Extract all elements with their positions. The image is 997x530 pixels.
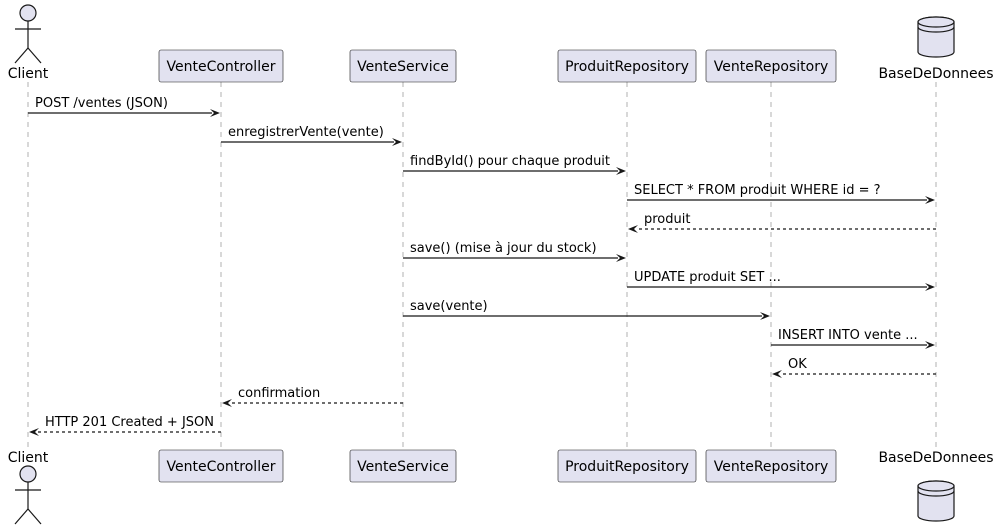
actor-head [19, 4, 37, 22]
participant-vrepo-bottom: VenteRepository [705, 449, 837, 483]
database-top [917, 480, 955, 492]
message-9: INSERT INTO vente ... [771, 328, 935, 349]
message-10: OK [772, 357, 936, 378]
participant-db-top: BaseDeDonnees [878, 16, 994, 82]
arrowhead-icon [760, 312, 770, 320]
participant-svc-bottom: VenteService [349, 449, 457, 483]
message-label: produit [644, 212, 690, 227]
message-1: POST /ventes (JSON) [28, 96, 220, 117]
participant-label: VenteService [357, 459, 449, 475]
arrowhead-icon [392, 138, 402, 146]
arrowhead-icon [29, 428, 39, 436]
actor-left-leg [14, 508, 29, 525]
arrowhead-icon [616, 167, 626, 175]
participant-label: BaseDeDonnees [878, 66, 993, 82]
participant-prepo-bottom: ProduitRepository [557, 449, 697, 483]
message-label: save() (mise à jour du stock) [410, 241, 597, 256]
message-4: SELECT * FROM produit WHERE id = ? [627, 183, 935, 204]
participant-ctrl-bottom: VenteController [158, 449, 284, 483]
participant-label: VenteRepository [714, 59, 829, 75]
message-3: findById() pour chaque produit [403, 154, 626, 175]
message-label: POST /ventes (JSON) [35, 96, 168, 111]
participant-vrepo-top: VenteRepository [705, 49, 837, 83]
participant-ctrl-top: VenteController [158, 49, 284, 83]
participant-label: VenteService [357, 59, 449, 75]
participant-box [557, 449, 697, 483]
arrowhead-icon [210, 109, 220, 117]
message-label: UPDATE produit SET ... [634, 270, 781, 285]
message-label: findById() pour chaque produit [410, 154, 610, 169]
message-7: UPDATE produit SET ... [627, 270, 935, 291]
participant-prepo-top: ProduitRepository [557, 49, 697, 83]
participant-label: Client [8, 450, 49, 466]
participants: ClientClientVenteControllerVenteControll… [8, 4, 994, 525]
participant-label: ProduitRepository [565, 459, 689, 475]
participant-box [557, 49, 697, 83]
actor-left-leg [14, 47, 29, 64]
message-11: confirmation [222, 386, 403, 407]
actor-head [19, 465, 37, 483]
actor-right-leg [27, 47, 42, 64]
message-2: enregistrerVente(vente) [221, 125, 402, 146]
message-label: INSERT INTO vente ... [778, 328, 918, 343]
participant-box [158, 449, 284, 483]
participant-label: ProduitRepository [565, 59, 689, 75]
message-label: SELECT * FROM produit WHERE id = ? [634, 183, 881, 198]
message-label: confirmation [238, 386, 320, 401]
participant-label: VenteController [167, 459, 276, 475]
arrowhead-icon [616, 254, 626, 262]
participant-svc-top: VenteService [349, 49, 457, 83]
lifelines [27, 82, 937, 450]
arrowhead-icon [925, 341, 935, 349]
database-band [917, 490, 955, 497]
arrowhead-icon [925, 196, 935, 204]
participant-label: Client [8, 66, 49, 82]
participant-box [705, 49, 837, 83]
message-label: enregistrerVente(vente) [228, 125, 384, 140]
message-label: OK [788, 357, 807, 372]
participant-label: VenteRepository [714, 459, 829, 475]
participant-box [349, 449, 457, 483]
participant-client-bottom: Client [8, 450, 49, 525]
arrowhead-icon [628, 225, 638, 233]
message-8: save(vente) [403, 299, 770, 320]
participant-db-bottom: BaseDeDonnees [878, 450, 994, 522]
participant-box [705, 449, 837, 483]
message-5: produit [628, 212, 936, 233]
message-label: HTTP 201 Created + JSON [45, 415, 214, 430]
message-label: save(vente) [410, 299, 488, 314]
database-top [917, 16, 955, 28]
participant-client-top: Client [8, 4, 49, 82]
arrowhead-icon [772, 370, 782, 378]
message-12: HTTP 201 Created + JSON [29, 415, 221, 436]
arrowhead-icon [222, 399, 232, 407]
database-band [917, 26, 955, 33]
actor-right-leg [27, 508, 42, 525]
message-6: save() (mise à jour du stock) [403, 241, 626, 262]
participant-box [349, 49, 457, 83]
participant-box [158, 49, 284, 83]
participant-label: BaseDeDonnees [878, 450, 993, 466]
messages: POST /ventes (JSON) enregistrerVente(vent… [28, 96, 936, 436]
arrowhead-icon [925, 283, 935, 291]
participant-label: VenteController [167, 59, 276, 75]
